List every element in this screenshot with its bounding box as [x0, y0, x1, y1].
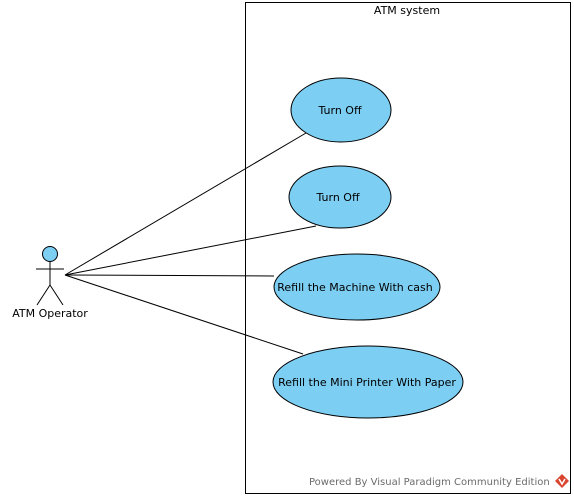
actor-label: ATM Operator — [12, 307, 88, 320]
visual-paradigm-logo-icon — [555, 474, 569, 488]
use-case-turn-off-2[interactable]: Turn Off — [288, 165, 392, 229]
association-line[interactable] — [64, 274, 304, 355]
use-case-ellipse[interactable] — [272, 345, 464, 419]
use-case-turn-off-1[interactable]: Turn Off — [290, 77, 392, 143]
actor-right-leg — [49, 284, 64, 306]
watermark-text: Powered By Visual Paradigm Community Edi… — [309, 477, 550, 488]
actor-left-leg — [36, 284, 51, 306]
use-case-refill-cash[interactable]: Refill the Machine With cash — [273, 253, 441, 321]
use-case-ellipse[interactable] — [288, 165, 392, 229]
association-line[interactable] — [64, 132, 307, 276]
actor-atm-operator[interactable] — [36, 246, 64, 306]
system-boundary[interactable] — [245, 2, 571, 494]
use-case-label: Turn Off — [315, 191, 359, 204]
association-line[interactable] — [64, 225, 317, 276]
associations — [64, 132, 317, 355]
use-case-label: Refill the Mini Printer With Paper — [278, 376, 456, 389]
use-case-ellipse[interactable] — [290, 77, 392, 143]
association-line[interactable] — [64, 274, 275, 277]
use-case-label: Refill the Machine With cash — [277, 281, 433, 294]
actor-head — [42, 246, 58, 262]
system-boundary-title: ATM system — [374, 4, 440, 17]
use-case-refill-paper[interactable]: Refill the Mini Printer With Paper — [272, 345, 464, 419]
use-case-label: Turn Off — [317, 104, 361, 117]
use-case-ellipse[interactable] — [273, 253, 441, 321]
